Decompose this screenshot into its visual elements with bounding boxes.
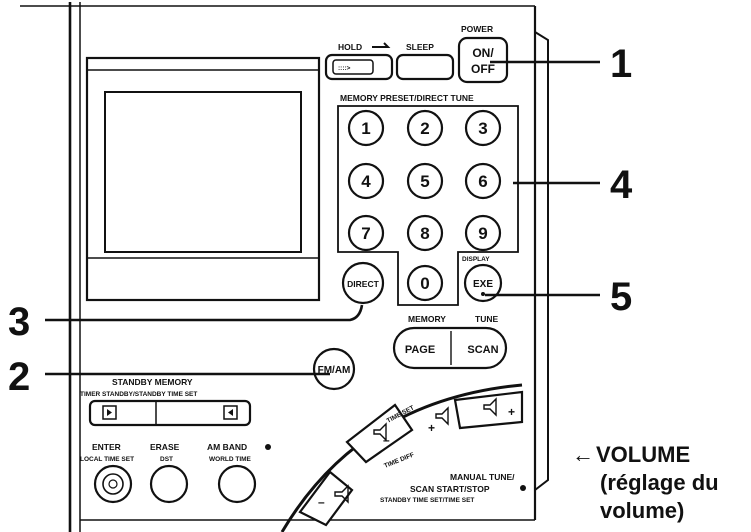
sleep-label: SLEEP xyxy=(406,42,434,52)
manual-tune-label: MANUAL TUNE/ xyxy=(450,472,515,482)
key-2[interactable]: 2 xyxy=(406,109,444,147)
volume-line3: volume) xyxy=(600,498,684,523)
callout-5: 5 xyxy=(610,275,632,319)
arc-minus-label: – xyxy=(318,495,325,509)
standby-title: STANDBY MEMORY xyxy=(112,377,193,387)
device-body xyxy=(20,2,549,532)
key-5[interactable]: 5 xyxy=(406,162,444,200)
scan-button[interactable]: SCAN xyxy=(467,344,498,356)
key-3[interactable]: 3 xyxy=(464,109,502,147)
display-label: DISPLAY xyxy=(462,256,490,263)
am-band-button[interactable]: AM BAND WORLD TIME xyxy=(207,442,271,504)
standby-subtitle: TIMER STANDBY/STANDBY TIME SET xyxy=(80,391,197,398)
callout-1: 1 xyxy=(610,42,632,86)
erase-sub-label: DST xyxy=(160,456,173,463)
key-0[interactable]: 0 xyxy=(406,264,444,302)
callout-3: 3 xyxy=(8,300,30,344)
key-9-label: 9 xyxy=(478,224,487,243)
enter-label: ENTER xyxy=(92,442,121,452)
volume-arrow: ← xyxy=(572,442,594,467)
key-9[interactable]: 9 xyxy=(464,214,502,252)
am-band-label: AM BAND xyxy=(207,442,247,452)
standby-time-label: STANDBY TIME SET/TIME SET xyxy=(380,497,474,504)
key-2-label: 2 xyxy=(420,119,429,138)
volume-line2: (réglage du xyxy=(600,470,719,495)
volume-line1: VOLUME xyxy=(596,442,690,467)
fm-am-label: FM/AM xyxy=(318,365,351,376)
erase-label: ERASE xyxy=(150,442,180,452)
time-diff-label: TIME DIFF xyxy=(383,451,415,469)
scan-start-label: SCAN START/STOP xyxy=(410,484,490,494)
key-8[interactable]: 8 xyxy=(406,214,444,252)
scan-label: SCAN xyxy=(467,344,498,356)
hold-label: HOLD xyxy=(338,42,362,52)
power-button[interactable]: POWER ON/ OFF xyxy=(457,24,509,84)
key-4-label: 4 xyxy=(361,172,371,191)
arc-plus-label: + xyxy=(428,421,435,435)
key-6-label: 6 xyxy=(478,172,487,191)
page-scan-group: MEMORY TUNE xyxy=(392,314,508,370)
page-label: PAGE xyxy=(405,344,435,356)
arc-plus-label-2: + xyxy=(508,405,515,419)
key-8-label: 8 xyxy=(420,224,429,243)
fm-am-button[interactable]: FM/AM xyxy=(312,347,356,391)
lcd-display xyxy=(85,56,321,302)
direct-label: DIRECT xyxy=(347,279,379,289)
tune-label: TUNE xyxy=(475,314,498,324)
key-7-label: 7 xyxy=(361,224,370,243)
key-7[interactable]: 7 xyxy=(347,214,385,252)
keypad-header: MEMORY PRESET/DIRECT TUNE xyxy=(340,93,474,103)
key-1-label: 1 xyxy=(361,119,370,138)
speaker-icons xyxy=(334,397,497,504)
key-3-label: 3 xyxy=(478,119,487,138)
exe-button[interactable]: EXE xyxy=(463,263,503,303)
key-5-label: 5 xyxy=(420,172,429,191)
tuning-arc: TIME SET TIME DIFF – – + + MANUAL TUNE/ … xyxy=(280,383,526,532)
sleep-button[interactable]: SLEEP xyxy=(395,42,455,81)
power-on-label: ON/ xyxy=(472,46,494,60)
volume-annotation: ← VOLUME (réglage du volume) xyxy=(572,442,719,523)
key-6[interactable]: 6 xyxy=(464,162,502,200)
exe-label: EXE xyxy=(473,279,493,290)
callout-2: 2 xyxy=(8,355,30,399)
key-1[interactable]: 1 xyxy=(347,109,385,147)
power-label: POWER xyxy=(461,24,493,34)
callout-lines xyxy=(45,60,600,376)
hold-switch[interactable]: HOLD ::::> xyxy=(324,42,394,81)
standby-memory-switch[interactable]: STANDBY MEMORY TIMER STANDBY/STANDBY TIM… xyxy=(80,377,252,427)
direct-button[interactable]: DIRECT xyxy=(341,261,385,305)
key-0-label: 0 xyxy=(420,274,429,293)
erase-button[interactable]: ERASE DST xyxy=(149,442,189,504)
enter-sub-label: LOCAL TIME SET xyxy=(80,456,134,463)
keypad-frame: MEMORY PRESET/DIRECT TUNE DISPLAY xyxy=(337,93,519,306)
page-button[interactable]: PAGE xyxy=(405,344,435,356)
key-4[interactable]: 4 xyxy=(347,162,385,200)
power-off-label: OFF xyxy=(471,62,495,76)
am-band-sub-label: WORLD TIME xyxy=(209,456,252,463)
svg-text:::::>: ::::> xyxy=(338,65,351,72)
callout-4: 4 xyxy=(610,163,633,207)
enter-button[interactable]: ENTER LOCAL TIME SET xyxy=(80,442,134,504)
memory-label: MEMORY xyxy=(408,314,446,324)
